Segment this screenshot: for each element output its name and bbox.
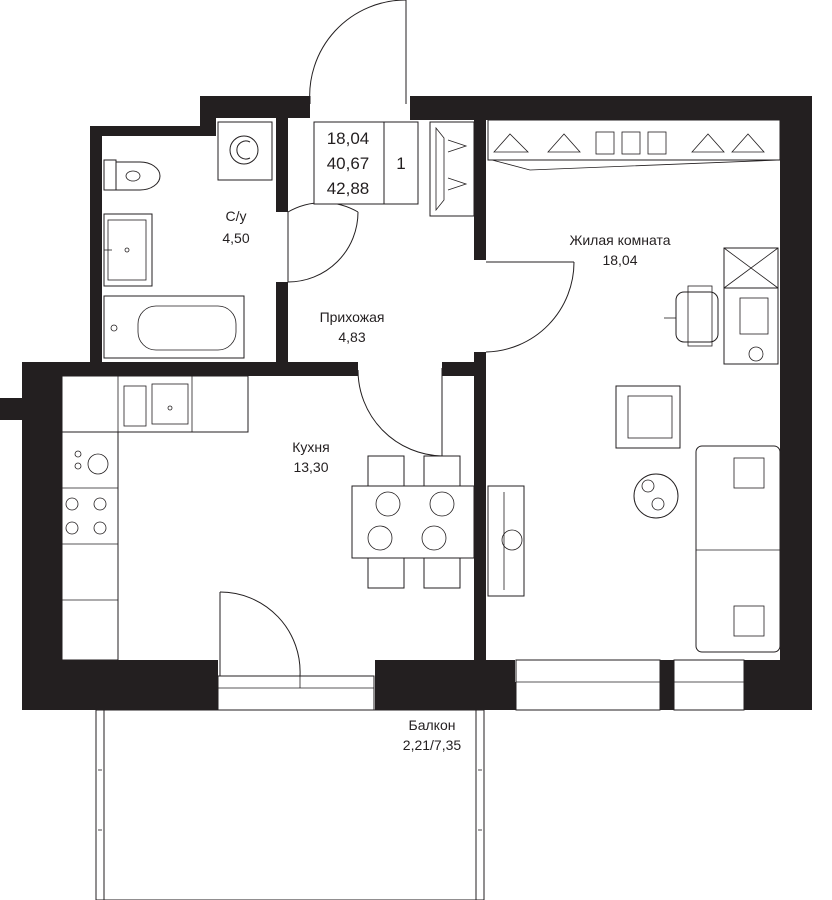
hallway-area: 4,83 [338,329,365,345]
hallway-furniture [429,121,475,217]
bathroom-name: С/у [226,208,247,224]
living-name: Жилая комната [569,232,670,248]
summary-total-area: 40,67 [327,154,370,173]
balcony-outline [95,709,485,900]
kitchen-furniture [61,375,475,661]
windows [217,659,745,711]
summary-living-area: 18,04 [327,129,370,148]
doors [219,0,575,677]
room-labels: С/у 4,50 Прихожая 4,83 Жилая комната 18,… [222,208,670,753]
summary-total-area-with-balcony: 42,88 [327,179,370,198]
summary-rooms-count: 1 [396,154,405,173]
kitchen-name: Кухня [292,439,329,455]
summary-box: 18,04 40,67 42,88 1 [313,121,419,205]
living-furniture [487,119,781,653]
kitchen-area: 13,30 [293,459,328,475]
balcony-name: Балкон [409,717,456,733]
balcony-area: 2,21/7,35 [403,737,462,753]
hallway-name: Прихожая [320,309,385,325]
walls [0,96,812,710]
living-area: 18,04 [602,252,637,268]
bathroom-fixtures [103,121,273,359]
bathroom-area: 4,50 [222,230,249,246]
